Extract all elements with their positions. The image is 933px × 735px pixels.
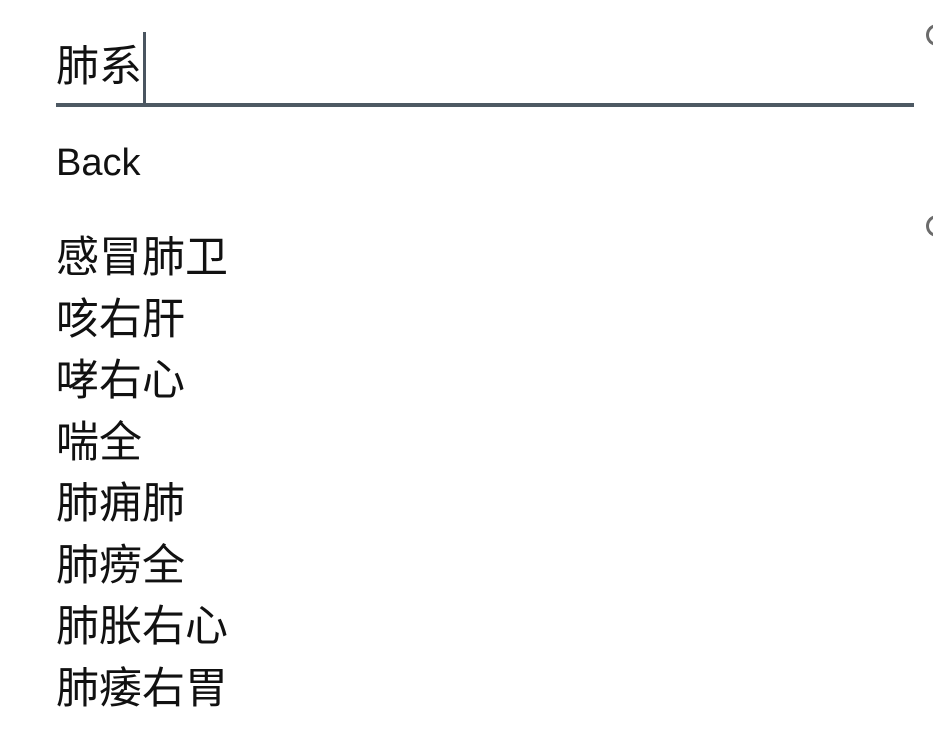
result-item-3[interactable]: 哮右心 (56, 356, 185, 406)
result-item-7[interactable]: 肺胀右心 (56, 602, 228, 652)
result-item-5[interactable]: 肺痈肺 (56, 479, 185, 529)
result-item-8[interactable]: 肺痿右胃 (56, 663, 228, 714)
search-input-value[interactable]: 肺系 (56, 42, 142, 92)
search-input[interactable]: 肺系 (56, 32, 146, 106)
text-caret (143, 32, 146, 106)
clipped-circle-icon (926, 24, 933, 46)
result-list: 感冒肺卫 咳右肝 哮右心 喘全 肺痈肺 肺痨全 肺胀右心 肺痿右胃 (56, 228, 228, 720)
result-item-2[interactable]: 咳右肝 (56, 294, 185, 345)
result-item-1[interactable]: 感冒肺卫 (56, 233, 228, 283)
back-button[interactable]: Back (56, 142, 141, 184)
search-box[interactable]: 肺系 (56, 14, 914, 110)
result-item-6[interactable]: 肺痨全 (56, 540, 185, 591)
search-underline (56, 103, 914, 107)
result-item-4[interactable]: 喘全 (56, 417, 142, 468)
clipped-circle-icon (926, 215, 933, 237)
